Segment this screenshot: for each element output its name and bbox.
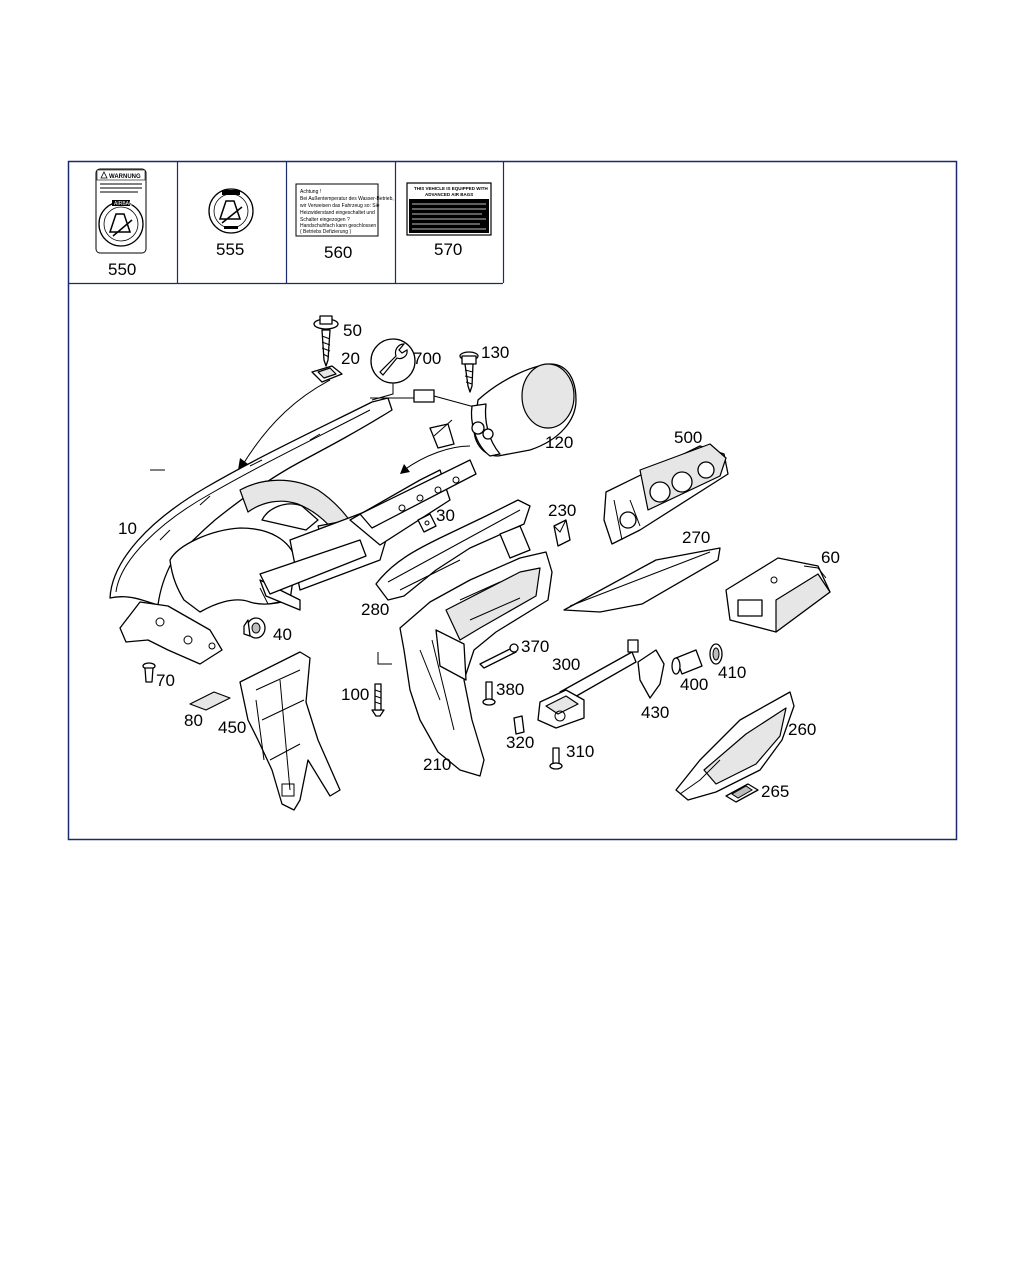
arrow-head-icon — [400, 464, 410, 474]
label-550-number: 550 — [108, 260, 136, 279]
part-410-ring — [709, 643, 723, 665]
callout-100: 100 — [341, 685, 369, 704]
svg-text:Bei Außentemperatur des Wasser: Bei Außentemperatur des Wasser-Betrieb, — [300, 196, 394, 202]
part-320-clip — [513, 715, 525, 735]
part-450-knee-bracket — [239, 651, 341, 811]
part-500-instrument-cluster-frame — [603, 443, 729, 545]
part-380-screw — [482, 681, 496, 706]
callout-500: 500 — [674, 428, 702, 447]
label-panel-row — [68, 161, 505, 285]
callout-50: 50 — [343, 321, 362, 340]
label-570-advanced-airbag-sticker: THIS VEHICLE IS EQUIPPED WITH ADVANCED A… — [406, 182, 492, 236]
part-80-pad — [189, 691, 231, 711]
part-120-airbag-module — [470, 363, 577, 457]
part-270-cover-panel — [563, 547, 721, 613]
callout-380: 380 — [496, 680, 524, 699]
svg-text:Achtung !: Achtung ! — [300, 189, 321, 195]
wrench-icon — [379, 343, 408, 376]
callout-265: 265 — [761, 782, 789, 801]
label-560-text-sticker: Achtung ! Bei Außentemperatur des Wasser… — [295, 183, 394, 237]
callout-labels: 50 20 700 130 120 500 10 30 230 270 60 2… — [118, 321, 840, 801]
callout-400: 400 — [680, 675, 708, 694]
part-100-screw — [371, 652, 392, 717]
callout-130: 130 — [481, 343, 509, 362]
callout-20: 20 — [341, 349, 360, 368]
part-260-glovebox-lid — [675, 691, 795, 801]
label-570-number: 570 — [434, 240, 462, 259]
callout-450: 450 — [218, 718, 246, 737]
warning-title: WARNUNG — [109, 174, 141, 180]
part-20-clip-nut — [311, 365, 343, 383]
svg-text:Handschuhfach kann geschlossen: Handschuhfach kann geschlossen ! — [300, 223, 379, 229]
arrow-head-icon — [238, 458, 248, 470]
callout-370: 370 — [521, 637, 549, 656]
callout-80: 80 — [184, 711, 203, 730]
callout-210: 210 — [423, 755, 451, 774]
part-265-badge — [725, 783, 759, 803]
svg-text:ADVANCED AIR BAGS: ADVANCED AIR BAGS — [425, 192, 473, 197]
warning-triangle-icon — [100, 171, 108, 179]
part-210-glovebox-housing — [399, 525, 553, 777]
arrow-130-to-rail — [403, 445, 471, 471]
callout-430: 430 — [641, 703, 669, 722]
callout-260: 260 — [788, 720, 816, 739]
part-430-cover-plate — [637, 649, 665, 699]
airbag-word-550: AIRBAG — [114, 201, 133, 207]
part-40-grommet — [243, 617, 266, 639]
part-130-screw — [459, 351, 479, 393]
callout-320: 320 — [506, 733, 534, 752]
label-555-number: 555 — [216, 240, 244, 259]
part-50-screw — [313, 315, 339, 367]
label-555-round-sticker — [208, 188, 254, 234]
part-230-clip — [553, 519, 571, 547]
child-seat-icon — [108, 213, 133, 237]
part-400-switch — [671, 649, 703, 675]
callout-230: 230 — [548, 501, 576, 520]
part-300-latch-assembly — [537, 639, 639, 729]
svg-text:THIS VEHICLE IS EQUIPPED WITH: THIS VEHICLE IS EQUIPPED WITH — [414, 186, 488, 191]
callout-410: 410 — [718, 663, 746, 682]
callout-120: 120 — [545, 433, 573, 452]
part-30-clip — [417, 513, 437, 533]
label-560-number: 560 — [324, 243, 352, 262]
callout-700: 700 — [413, 349, 441, 368]
part-60-storage-box — [725, 557, 831, 633]
svg-text:Schalter eingezogen ?: Schalter eingezogen ? — [300, 217, 350, 223]
callout-60: 60 — [821, 548, 840, 567]
callout-300: 300 — [552, 655, 580, 674]
callout-30: 30 — [436, 506, 455, 525]
part-70-screw — [142, 662, 156, 683]
callout-310: 310 — [566, 742, 594, 761]
label-550-warning-sticker: WARNUNG AIRBAG — [95, 168, 147, 254]
part-700-cable-connector — [370, 338, 479, 449]
callout-40: 40 — [273, 625, 292, 644]
callout-280: 280 — [361, 600, 389, 619]
part-280-air-duct — [375, 499, 531, 601]
part-10-dashboard-carrier — [109, 397, 477, 665]
svg-text:Heizwiderstand eingeschaltet u: Heizwiderstand eingeschaltet und — [300, 210, 375, 216]
callout-70: 70 — [156, 671, 175, 690]
part-370-damper-rod — [479, 643, 519, 669]
callout-10: 10 — [118, 519, 137, 538]
child-seat-icon — [218, 200, 243, 224]
callout-270: 270 — [682, 528, 710, 547]
part-310-screw — [549, 747, 563, 770]
svg-text:wir Verweisen das Fahrzeug so:: wir Verweisen das Fahrzeug so: Sie — [300, 203, 380, 209]
svg-text:( Betriebs Defizierung ): ( Betriebs Defizierung ) — [300, 229, 351, 235]
arrow-20-to-10 — [241, 379, 331, 467]
